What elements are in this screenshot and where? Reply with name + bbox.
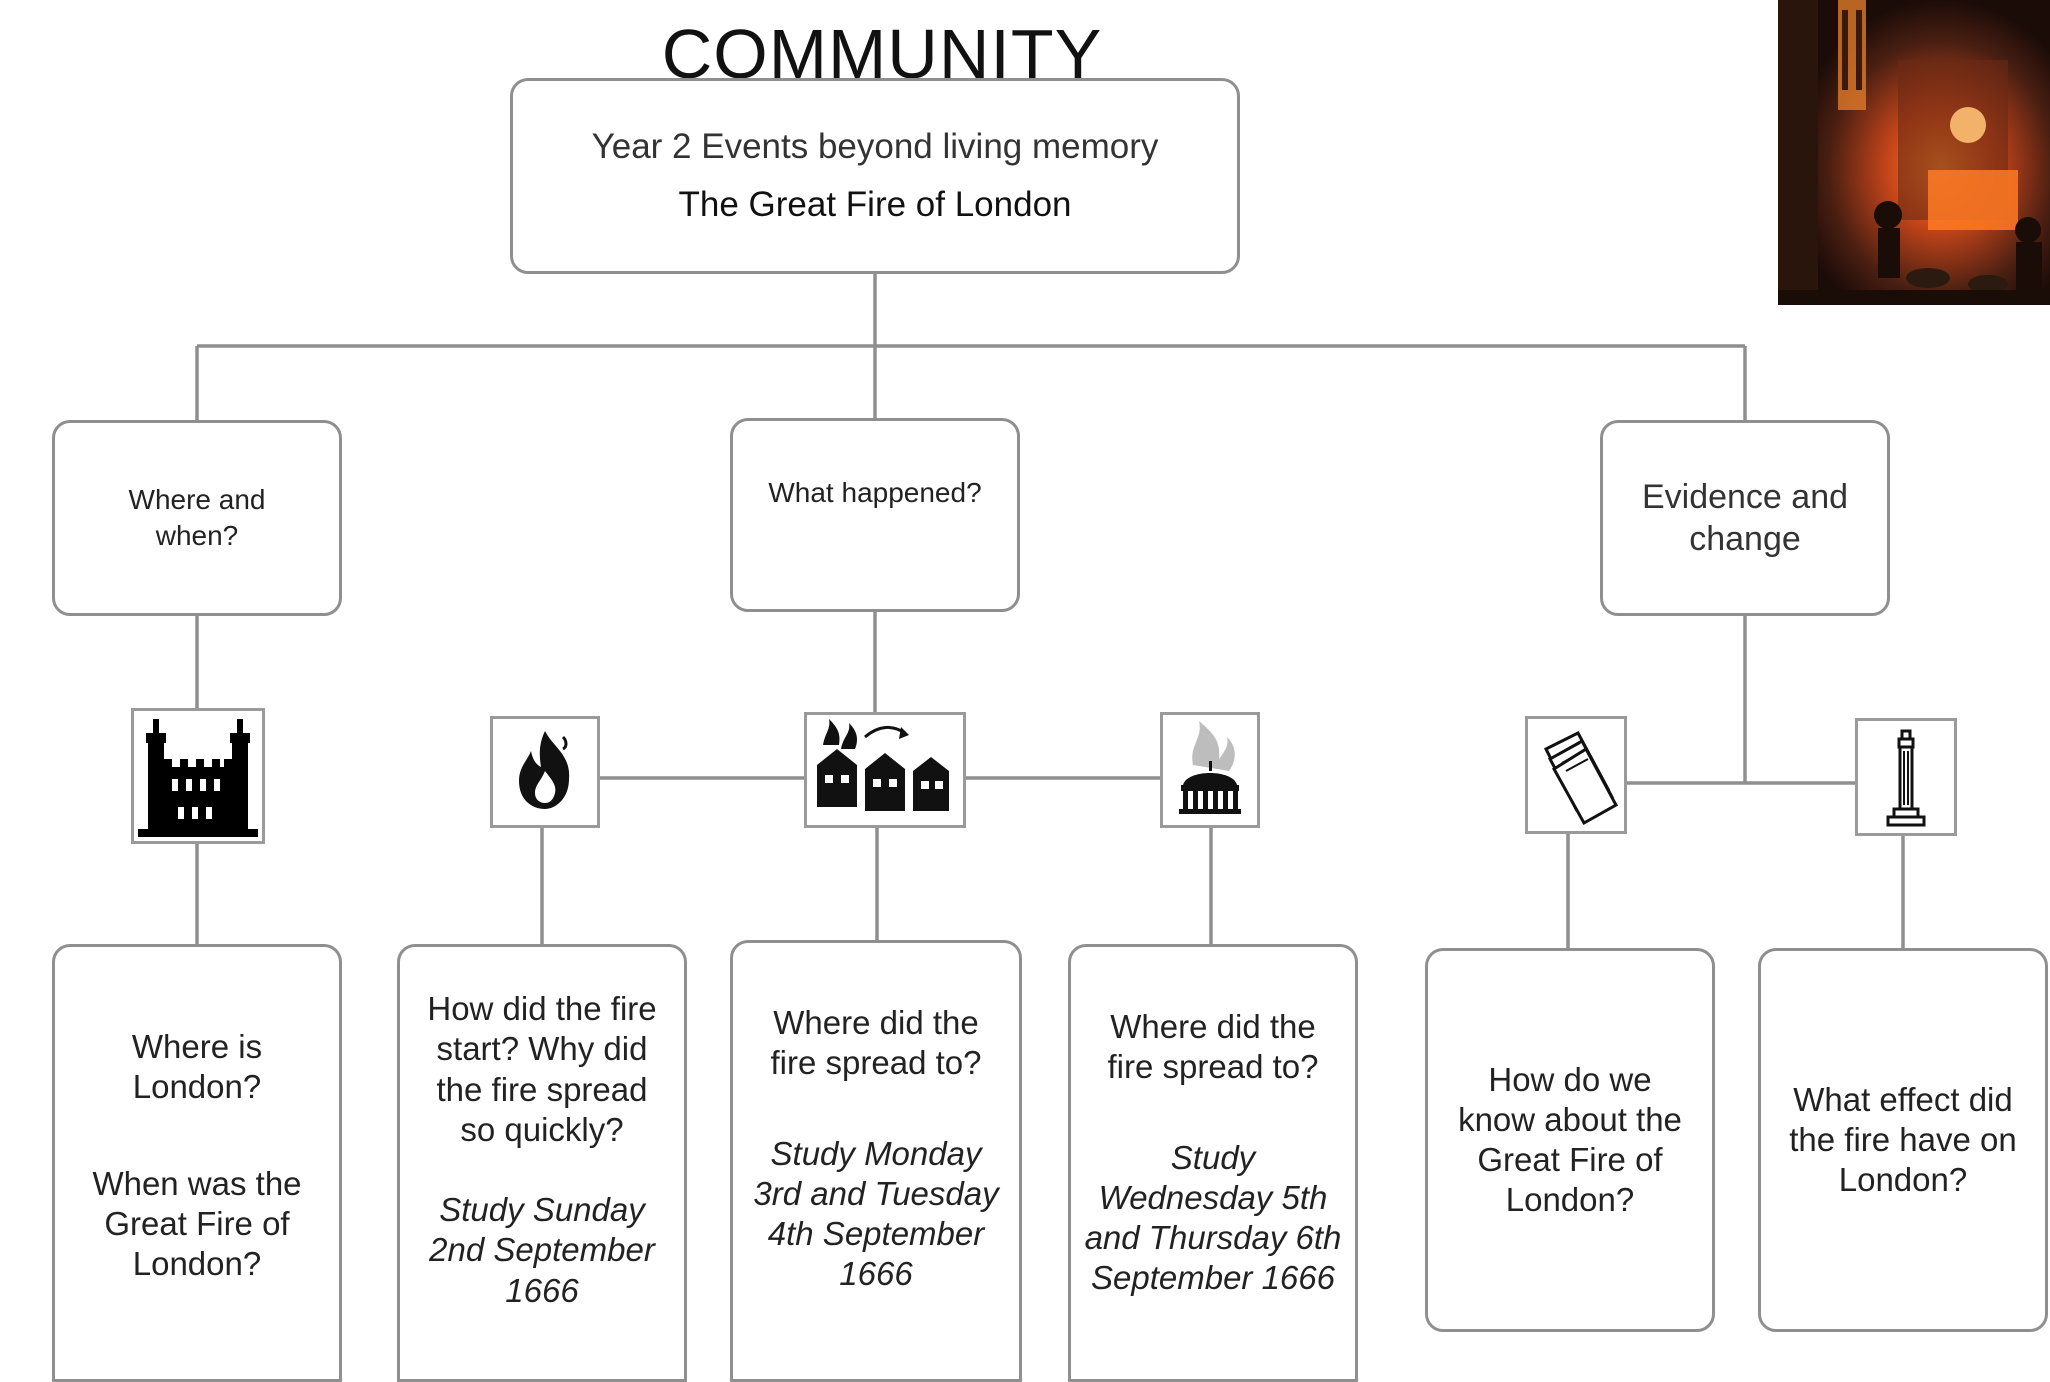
category-label: What happened? <box>768 477 982 508</box>
question-box-how-know: How do we know about the Great Fire of L… <box>1425 948 1715 1332</box>
fire-icon <box>519 731 570 809</box>
topic-name: The Great Fire of London <box>678 185 1072 224</box>
great-fire-painting-image <box>1778 0 2050 305</box>
burning-houses-icon <box>817 719 949 811</box>
question-where-is-london: Where is London? <box>131 1028 263 1106</box>
question-box-spread-1: Where did the fire spread to? Study Mond… <box>730 940 1022 1382</box>
topic-year: Year 2 Events beyond living memory <box>591 127 1159 166</box>
burning-st-pauls-icon-box <box>1160 712 1260 828</box>
diary-pages-icon <box>1543 731 1619 826</box>
category-what-happened: What happened? <box>730 418 1020 612</box>
question-where-spread: Where did the fire spread to? <box>1107 1008 1319 1086</box>
study-dates: Study Monday 3rd and Tuesday 4th Septemb… <box>753 1134 999 1293</box>
diary-pages-icon-box <box>1525 716 1627 834</box>
fire-icon-box <box>490 716 600 828</box>
burning-houses-icon-box <box>804 712 966 828</box>
burning-st-pauls-icon <box>1179 721 1241 814</box>
question-box-effect: What effect did the fire have on London? <box>1758 948 2048 1332</box>
category-where-when: Where and when? <box>52 420 342 616</box>
tower-of-london-icon-box <box>131 708 265 844</box>
question-how-do-we-know: How do we know about the Great Fire of L… <box>1458 1060 1682 1219</box>
question-how-fire-started: How did the fire start? Why did the fire… <box>427 990 657 1148</box>
question-where-spread: Where did the fire spread to? <box>770 1004 982 1082</box>
tower-of-london-icon <box>138 715 258 837</box>
question-box-spread-2: Where did the fire spread to? Study Wedn… <box>1068 944 1358 1382</box>
category-label: Where and when? <box>128 483 266 551</box>
topic-box: Year 2 Events beyond living memory The G… <box>510 78 1240 274</box>
question-box-where-when: Where is London? When was the Great Fire… <box>52 944 342 1382</box>
question-when-was-fire: When was the Great Fire of London? <box>92 1164 302 1283</box>
monument-icon-box <box>1855 718 1957 836</box>
category-evidence-change: Evidence and change <box>1600 420 1890 616</box>
study-dates: Study Sunday 2nd September 1666 <box>429 1191 655 1309</box>
study-dates: Study Wednesday 5th and Thursday 6th Sep… <box>1084 1138 1342 1297</box>
category-label: Evidence and change <box>1641 477 1849 559</box>
question-effect-on-london: What effect did the fire have on London? <box>1789 1080 2017 1199</box>
question-box-fire-start: How did the fire start? Why did the fire… <box>397 944 687 1382</box>
monument-icon <box>1886 729 1926 827</box>
